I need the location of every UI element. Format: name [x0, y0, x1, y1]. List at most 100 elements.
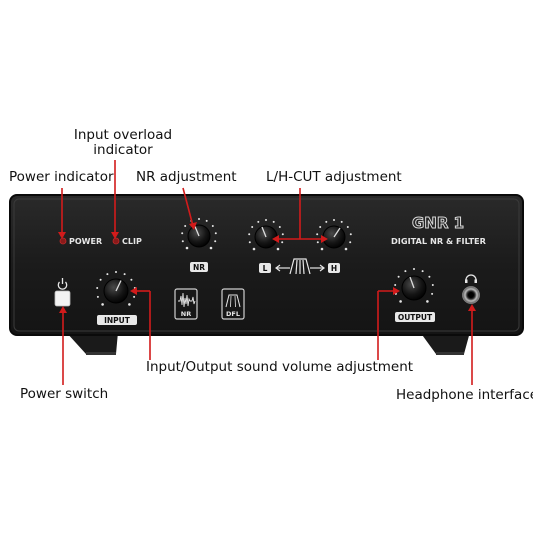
scale-dot	[272, 220, 275, 223]
scale-dot	[115, 271, 117, 273]
arrowhead-power-switch	[59, 306, 67, 313]
output-knob-label: OUTPUT	[398, 313, 433, 322]
dfl-filter-line-1	[230, 295, 232, 308]
low-cut-knob-pointer	[261, 226, 267, 238]
filter-arrow-right-head	[319, 264, 325, 272]
callout-input-overload-line2: indicator	[93, 142, 153, 158]
scale-dot	[184, 225, 187, 227]
high-cut-label: H	[331, 264, 337, 273]
callout-headphone: Headphone interface	[396, 387, 533, 403]
output-knob[interactable]	[401, 275, 427, 301]
headphone-icon-left-cup	[465, 279, 468, 283]
nr-button-frame[interactable]	[174, 288, 198, 320]
scale-dot	[278, 226, 281, 228]
headphone-jack[interactable]	[462, 274, 480, 304]
scale-dot	[123, 273, 126, 276]
callout-line-nr	[182, 187, 194, 227]
waveform-icon	[178, 292, 196, 308]
clip-led-label: CLIP	[122, 237, 142, 246]
high-cut-knob[interactable]	[322, 225, 346, 249]
scale-dot	[320, 247, 324, 251]
scale-dot	[133, 295, 136, 298]
scale-dot	[96, 295, 99, 298]
filter-line-3	[302, 259, 305, 275]
arrowhead-input-volume	[130, 287, 137, 295]
nr-knob-pointer	[194, 226, 200, 237]
input-knob-label: INPUT	[104, 316, 131, 325]
power-led-label: POWER	[69, 237, 102, 246]
callout-power-indicator: Power indicator	[9, 169, 114, 185]
high-cut-label-bg	[328, 263, 340, 273]
dfl-button[interactable]: DFL	[221, 288, 245, 320]
headphone-icon-right-cup	[474, 279, 477, 283]
scale-dot	[281, 241, 284, 244]
dfl-button-label: DFL	[226, 310, 240, 318]
left-foot-highlight	[86, 352, 116, 355]
nr-button-label: NR	[181, 310, 191, 318]
nr-button[interactable]: NR	[174, 288, 198, 320]
dfl-filter-icon	[225, 294, 241, 308]
scale-dot	[205, 219, 208, 222]
knob-scale-dots	[96, 218, 434, 306]
scale-dot	[404, 270, 407, 273]
output-knob-pointer	[409, 276, 415, 289]
low-cut-knob[interactable]	[254, 225, 278, 249]
dfl-filter-line-2	[234, 295, 236, 308]
scale-dot	[428, 275, 431, 278]
scale-dot	[185, 246, 189, 250]
panel-bevel	[13, 198, 520, 332]
nr-knob[interactable]	[187, 224, 211, 248]
arrowhead-headphone	[468, 304, 476, 311]
nr-knob-label-bg	[190, 262, 208, 272]
scale-dot	[181, 240, 184, 243]
scale-dot	[394, 284, 397, 286]
scale-dot	[340, 220, 343, 223]
callout-io-volume: Input/Output sound volume adjustment	[146, 359, 414, 375]
input-knob[interactable]	[103, 278, 129, 304]
scale-dot	[265, 219, 267, 221]
scale-dot	[130, 278, 133, 281]
scale-dot	[349, 241, 352, 244]
scale-dot	[333, 219, 335, 221]
scale-dot	[431, 292, 434, 295]
scale-dot	[251, 226, 254, 228]
callout-arrowheads	[58, 222, 476, 313]
scale-dot	[344, 247, 348, 251]
dfl-button-frame[interactable]	[221, 288, 245, 320]
scale-dot	[426, 300, 429, 303]
arrowhead-lh-left	[272, 235, 279, 243]
scale-dot	[431, 284, 434, 286]
scale-dot	[248, 233, 251, 236]
filter-shape-icon	[275, 258, 325, 275]
arrowhead-lh-right	[321, 235, 328, 243]
scale-dot	[316, 241, 319, 244]
power-switch-button[interactable]	[54, 290, 71, 307]
input-knob-pointer	[115, 280, 122, 292]
scale-dot	[248, 241, 251, 244]
model-subtitle: DIGITAL NR & FILTER	[391, 236, 487, 246]
scale-dot	[96, 287, 99, 289]
scale-dot	[198, 218, 200, 220]
scale-dot	[399, 300, 402, 303]
scale-dot	[319, 226, 322, 228]
scale-dot	[397, 275, 400, 278]
right-foot	[420, 332, 470, 354]
input-knob-label-bg	[97, 315, 137, 325]
scale-dot	[316, 233, 319, 236]
scale-dot	[421, 270, 424, 273]
callout-power-switch: Power switch	[20, 386, 109, 402]
scale-dot	[214, 240, 217, 243]
scale-dot	[106, 273, 109, 276]
callout-nr-adjustment: NR adjustment	[136, 169, 237, 185]
callout-input-overload-line1: Input overload	[73, 127, 173, 143]
power-switch[interactable]	[54, 278, 71, 307]
scale-dot	[128, 303, 131, 306]
scale-dot	[276, 247, 280, 251]
filter-arrow-left-head	[275, 264, 281, 272]
scale-dot	[281, 233, 284, 236]
filter-line-1	[295, 259, 298, 275]
scale-dot	[325, 220, 328, 223]
headphone-jack-hole	[468, 292, 474, 298]
power-led	[59, 237, 67, 245]
